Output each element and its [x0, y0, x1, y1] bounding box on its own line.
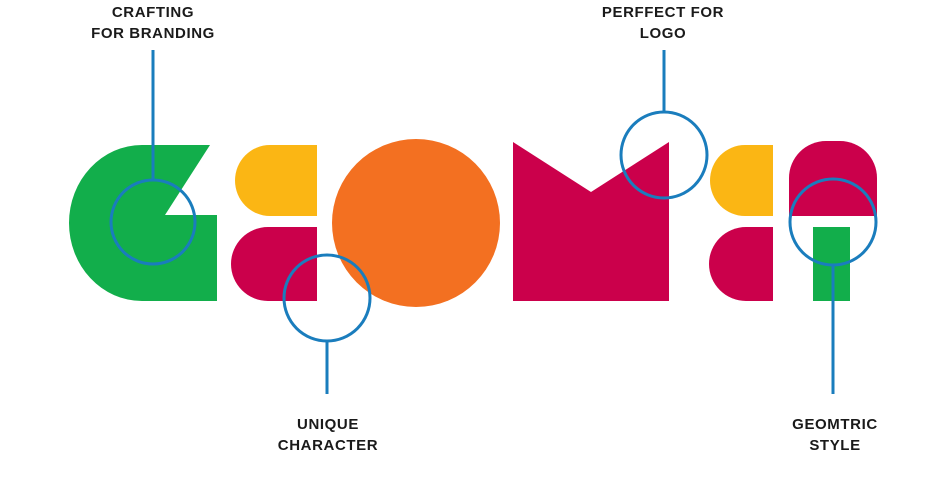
- callout-logo: [619, 50, 709, 200]
- callout-branding-ring: [109, 178, 197, 266]
- callout-label-logo: PERFFECT FOR LOGO: [563, 2, 763, 44]
- letter-e-bottom-shape: [231, 227, 317, 301]
- callout-branding: [109, 50, 197, 266]
- callout-style: [788, 177, 878, 394]
- letter-e2-top-shape: [710, 145, 773, 216]
- callout-label-character-line1: UNIQUE: [297, 416, 359, 433]
- callout-label-branding: CRAFTING FOR BRANDING: [53, 2, 253, 44]
- callout-label-logo-line1: PERFFECT FOR: [601, 4, 725, 21]
- callout-label-branding-line2: FOR BRANDING: [91, 25, 215, 42]
- callout-label-style-line2: STYLE: [809, 437, 861, 454]
- callout-label-style-line1: GEOMTRIC: [792, 416, 878, 433]
- callout-label-character: UNIQUE CHARACTER: [228, 414, 428, 456]
- letter-e2-bottom-shape: [709, 227, 773, 301]
- callout-label-style: GEOMTRIC STYLE: [735, 414, 935, 456]
- letter-m-shape: [513, 142, 669, 301]
- letter-e-top-shape: [235, 145, 317, 216]
- callout-character: [282, 253, 372, 394]
- callout-label-logo-line2: LOGO: [639, 25, 687, 42]
- callout-label-branding-line1: CRAFTING: [111, 4, 195, 21]
- letter-g-shape: [69, 145, 217, 301]
- callout-logo-ring: [619, 110, 709, 200]
- letter-o-shape: [332, 139, 500, 307]
- callout-label-character-line2: CHARACTER: [277, 437, 379, 454]
